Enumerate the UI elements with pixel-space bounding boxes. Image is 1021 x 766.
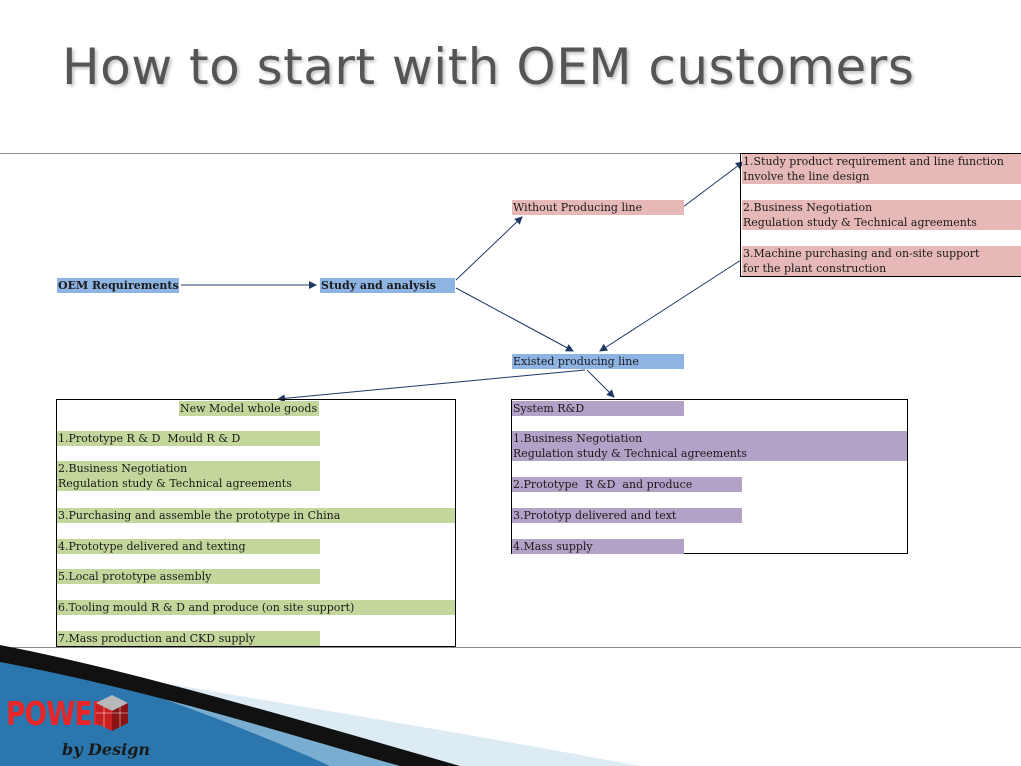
without-step-2: 2.Business Negotiation Regulation study … [742,200,1021,230]
new-model-header: New Model whole goods [179,401,319,416]
arrow-study-to-existed [455,287,574,352]
system-rd-step-3: 3.Prototyp delivered and text [512,508,742,523]
system-rd-box [511,399,908,554]
system-rd-step-4: 4.Mass supply [512,539,684,554]
arrow-study-to-without [455,216,523,281]
without-producing-line-label: Without Producing line [512,200,684,215]
system-rd-step-2: 2.Prototype R &D and produce [512,477,742,492]
bottom-divider [0,647,1021,648]
arrow-existed-to-system-rd [586,369,615,398]
top-divider [0,153,1021,154]
without-step-3: 3.Machine purchasing and on-site support… [742,246,1021,276]
oem-requirements-label: OEM Requirements [57,278,179,293]
logo-tagline: by Design [62,740,151,759]
arrow-steps-to-existed [599,259,742,352]
without-line-steps-box [740,153,1021,277]
new-model-step-5: 5.Local prototype assembly [57,569,320,584]
new-model-step-4: 4.Prototype delivered and texting [57,539,320,554]
system-rd-step-1: 1.Business Negotiation Regulation study … [512,431,907,461]
existed-producing-line-label: Existed producing line [512,354,684,369]
study-analysis-label: Study and analysis [320,278,455,293]
new-model-box [56,399,456,647]
new-model-step-6: 6.Tooling mould R & D and produce (on si… [57,600,455,615]
arrow-without-to-steps [682,161,744,208]
new-model-step-3: 3.Purchasing and assemble the prototype … [57,508,455,523]
new-model-step-2: 2.Business Negotiation Regulation study … [57,461,320,491]
system-rd-header: System R&D [512,401,684,416]
new-model-step-7: 7.Mass production and CKD supply [57,631,320,646]
slide-title: How to start with OEM customers [62,38,915,96]
new-model-step-1: 1.Prototype R & D Mould R & D [57,431,320,446]
power-logo: POWER [6,694,112,733]
cube-icon [96,695,128,731]
without-step-1: 1.Study product requirement and line fun… [742,154,1021,184]
arrow-existed-to-new-model [277,369,586,403]
